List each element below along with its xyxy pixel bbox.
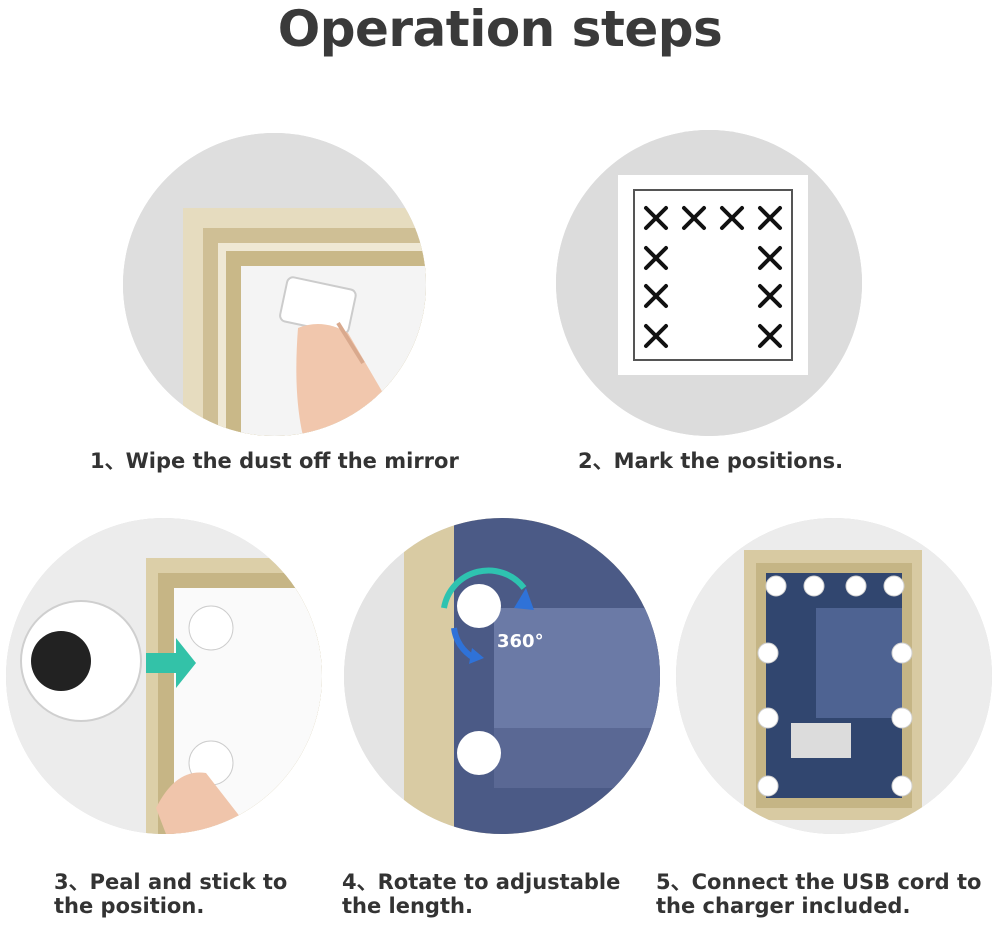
step-2-caption: 2、Mark the positions. (578, 449, 844, 473)
step-3-illustration (6, 518, 322, 834)
mark-x (758, 206, 782, 230)
bulb (803, 575, 825, 597)
bulb (891, 775, 913, 797)
bulb (757, 707, 779, 729)
page-title: Operation steps (277, 0, 723, 58)
bulb (883, 575, 905, 597)
step-2-illustration (556, 130, 862, 436)
mark-x (758, 284, 782, 308)
rotation-label: 360° (497, 631, 544, 652)
rotate-360-icon: 360° (344, 518, 660, 834)
wipe-hand-icon (123, 133, 426, 436)
mark-x (644, 206, 668, 230)
step-4-illustration: 360° (344, 518, 660, 834)
bulb (757, 642, 779, 664)
step-1-illustration (123, 133, 426, 436)
mirror-lights-icon (676, 518, 992, 834)
step-5-illustration (676, 518, 992, 834)
bulb (891, 642, 913, 664)
mark-x (720, 206, 744, 230)
step-1-caption: 1、Wipe the dust off the mirror (90, 449, 459, 473)
mark-x (682, 206, 706, 230)
bulb-stick-icon (6, 518, 322, 834)
step-3-caption: 3、Peal and stick to the position. (54, 870, 288, 918)
mark-x (758, 324, 782, 348)
bulb (757, 775, 779, 797)
mark-x (644, 246, 668, 270)
mark-x (644, 324, 668, 348)
mark-grid-icon (556, 130, 862, 436)
step-5-caption: 5、Connect the USB cord to the charger in… (656, 870, 982, 918)
mark-x (644, 284, 668, 308)
bulb (765, 575, 787, 597)
bulb (891, 707, 913, 729)
step-4-caption: 4、Rotate to adjustable the length. (342, 870, 621, 918)
mark-x (758, 246, 782, 270)
bulb (845, 575, 867, 597)
